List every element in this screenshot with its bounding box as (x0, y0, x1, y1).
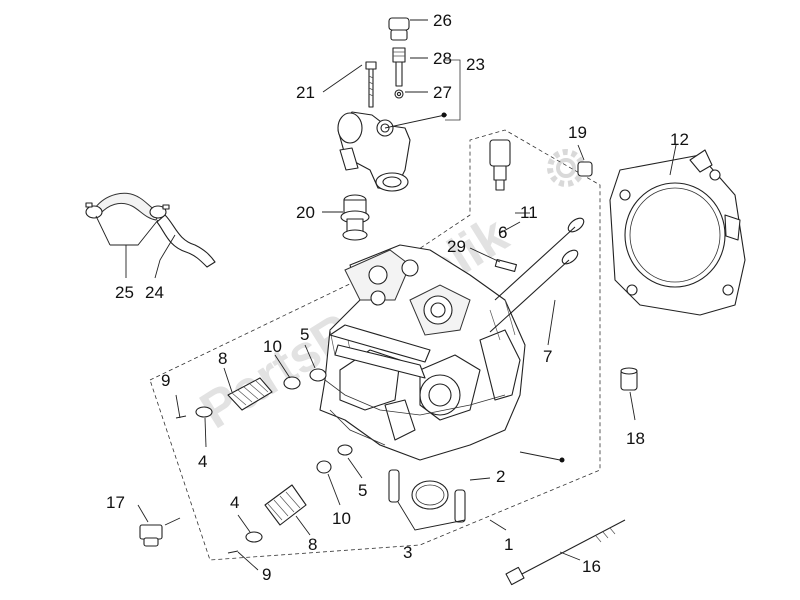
screw-21 (365, 61, 377, 108)
label-25: 25 (115, 283, 134, 302)
label-27: 27 (433, 83, 452, 102)
thermostat-housing (337, 111, 411, 192)
valve-6 (494, 217, 585, 301)
label-20: 20 (296, 203, 315, 222)
bushing-18 (620, 367, 638, 391)
temperature-sensor (489, 139, 511, 191)
collet-9-lower (227, 550, 239, 554)
label-10-upper: 10 (263, 337, 282, 356)
label-1: 1 (504, 535, 513, 554)
washer-4-lower (245, 531, 263, 543)
dowel-pin-3a (388, 469, 400, 503)
label-12: 12 (670, 130, 689, 149)
cap-26 (388, 17, 410, 41)
stud-29 (494, 258, 517, 273)
label-9-lower: 9 (262, 565, 271, 584)
valve-spring-lower (264, 484, 307, 526)
label-8-upper: 8 (218, 349, 227, 368)
leader-lines (95, 19, 677, 571)
label-3: 3 (403, 543, 412, 562)
label-7: 7 (543, 347, 552, 366)
o-ring-2 (411, 480, 449, 510)
label-28: 28 (433, 49, 452, 68)
thermostat-20 (340, 194, 370, 241)
label-8-lower: 8 (308, 535, 317, 554)
washer-4-upper (195, 406, 213, 418)
label-29: 29 (447, 237, 466, 256)
sensor-28 (392, 47, 406, 87)
label-2: 2 (496, 467, 505, 486)
watermark-gear-icon (547, 149, 585, 187)
label-4-upper: 4 (198, 452, 207, 471)
part-labels: 26 28 23 21 27 19 12 20 11 6 29 25 24 5 … (106, 11, 689, 584)
label-19: 19 (568, 123, 587, 142)
coolant-hose-24 (94, 192, 216, 268)
label-23: 23 (466, 55, 485, 74)
label-24: 24 (145, 283, 164, 302)
assembly-outline-main (149, 129, 601, 561)
seal-5-upper (309, 368, 327, 382)
retainer-10-upper (283, 376, 301, 390)
label-6: 6 (498, 223, 507, 242)
dowel-pin-3b (454, 489, 466, 523)
seal-5-lower (337, 444, 353, 456)
label-18: 18 (626, 429, 645, 448)
collet-9-upper (175, 415, 187, 419)
rocker-tube (329, 324, 431, 379)
label-5-upper: 5 (300, 325, 309, 344)
bolt-16 (505, 519, 626, 586)
label-10-lower: 10 (332, 509, 351, 528)
head-gasket-12 (609, 149, 746, 316)
hose-clamp-25a (85, 202, 103, 219)
valve-7 (489, 249, 579, 333)
label-9-upper: 9 (161, 371, 170, 390)
label-5-lower: 5 (358, 481, 367, 500)
label-17: 17 (106, 493, 125, 512)
label-4-lower: 4 (230, 493, 239, 512)
plug-19 (577, 161, 593, 177)
label-16: 16 (582, 557, 601, 576)
label-26: 26 (433, 11, 452, 30)
label-11: 11 (520, 203, 538, 222)
assembly-outline-thermostat (445, 59, 461, 121)
washer-27 (394, 89, 404, 99)
hose-clamp-25b (149, 204, 170, 219)
valve-spring-upper (227, 377, 273, 411)
retainer-10-lower (316, 460, 332, 474)
cylinder-head (319, 244, 526, 461)
label-21: 21 (296, 83, 315, 102)
plug-17 (139, 524, 163, 547)
